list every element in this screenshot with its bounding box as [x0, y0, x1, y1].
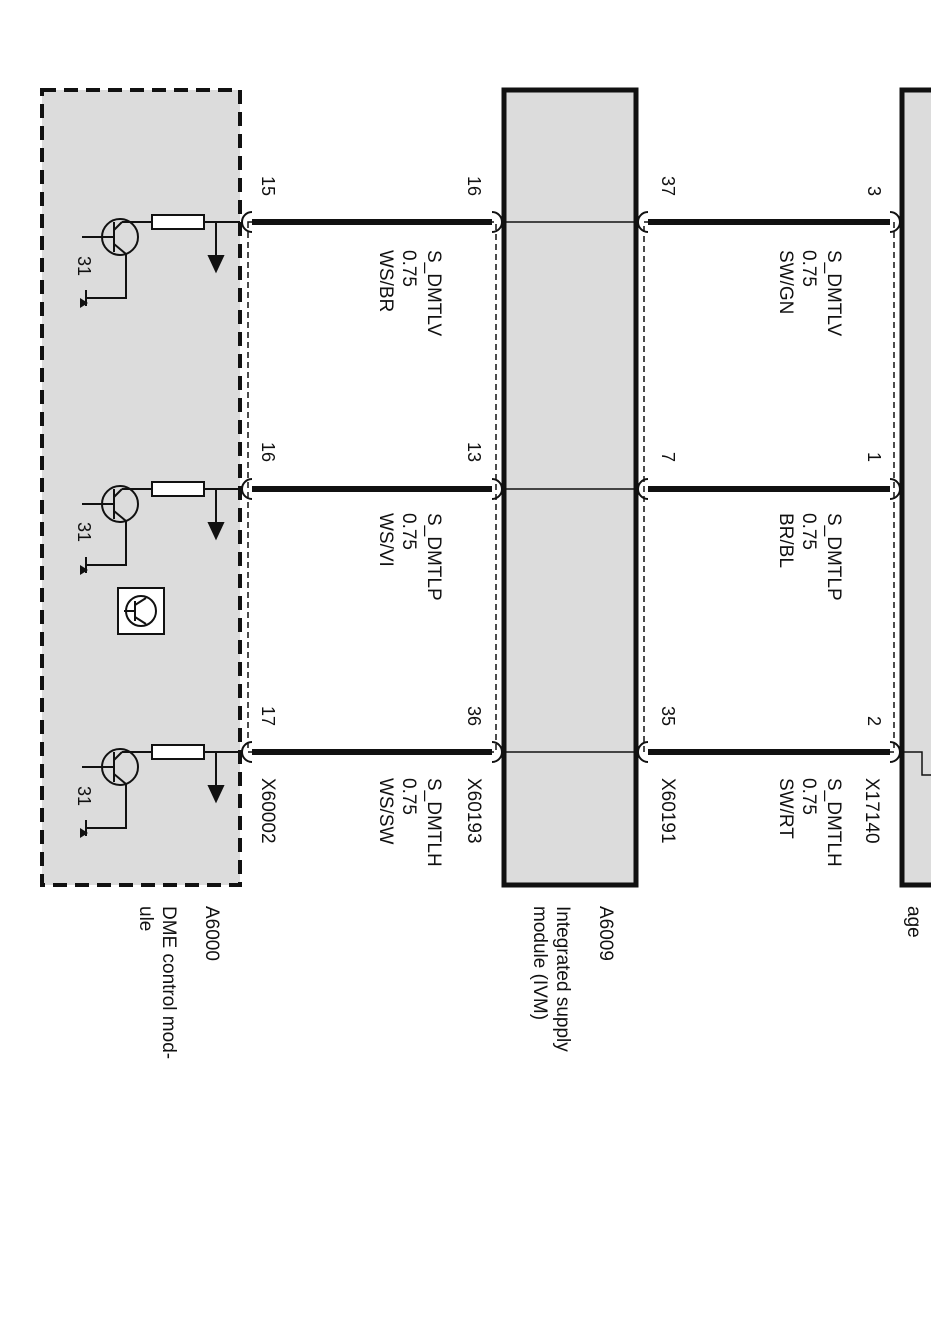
ivm-module-name-cont: module (IVM)	[529, 906, 550, 1020]
wire-upper-2-gauge: 0.75	[798, 513, 819, 550]
wire-lower-1-color: WS/BR	[375, 250, 396, 312]
ivm-internal-lines	[504, 221, 636, 753]
dme-module-id: A6000	[201, 906, 222, 961]
connector-x17140: X17140	[861, 778, 882, 844]
wire-upper-3-gauge: 0.75	[798, 778, 819, 815]
pin-ivm-upper-37: 37	[658, 176, 678, 196]
transistor-symbol-icon	[117, 587, 165, 635]
ivm-module-id: A6009	[595, 906, 616, 961]
wire-upper-1-gauge: 0.75	[798, 250, 819, 287]
dme-driver-1	[82, 214, 240, 306]
wire-lower-2-gauge: 0.75	[398, 513, 419, 550]
connector-x60193: X60193	[463, 778, 484, 844]
dme-driver-2	[82, 481, 240, 573]
connector-pin-arcs	[241, 211, 901, 763]
pin-ivm-lower-16: 16	[464, 176, 484, 196]
connector-outline-lower	[247, 221, 497, 753]
pin-ivm-lower-36: 36	[464, 706, 484, 726]
labels-layer: S_DMTLV 0.75 WS/BR S_DMTLP 0.75 WS/VI S_…	[74, 176, 924, 1059]
pin-dme-17: 17	[258, 706, 278, 726]
wire-lower-3-gauge: 0.75	[398, 778, 419, 815]
upper-module-box	[899, 87, 931, 888]
ground-label-2: 31	[74, 522, 94, 542]
pin-ivm-upper-7: 7	[658, 452, 678, 462]
wire-upper-1-color: SW/GN	[775, 250, 796, 314]
pin-far-1: 1	[864, 452, 884, 462]
wire-upper-1-signal: S_DMTLV	[823, 250, 844, 337]
wire-lower-2-color: WS/VI	[375, 513, 396, 567]
wire-lower-3-signal: S_DMTLH	[423, 778, 444, 867]
pin-far-2: 2	[864, 716, 884, 726]
ground-label-1: 31	[74, 256, 94, 276]
connector-x60191: X60191	[657, 778, 678, 844]
wire-lower-1-gauge: 0.75	[398, 250, 419, 287]
lower-wires	[252, 219, 492, 755]
wire-upper-2-color: BR/BL	[775, 513, 796, 568]
dme-control-module-box	[40, 88, 242, 887]
pin-far-3: 3	[864, 186, 884, 196]
pin-dme-15: 15	[258, 176, 278, 196]
dme-module-name: DME control mod-	[158, 906, 179, 1059]
ivm-module-name: Integrated supply	[552, 906, 573, 1052]
connector-x60002: X60002	[257, 778, 278, 844]
wire-lower-3-color: WS/SW	[375, 778, 396, 845]
upper-module-stub	[902, 751, 931, 776]
wire-upper-2-signal: S_DMTLP	[823, 513, 844, 601]
connector-outline-upper	[643, 221, 895, 753]
pin-ivm-upper-35: 35	[658, 706, 678, 726]
wire-lower-2-signal: S_DMTLP	[423, 513, 444, 601]
pin-ivm-lower-13: 13	[464, 442, 484, 462]
pin-dme-16: 16	[258, 442, 278, 462]
wire-upper-3-signal: S_DMTLH	[823, 778, 844, 867]
dme-module-name-cont: ule	[135, 906, 156, 931]
upper-module-name-fragment: age	[903, 906, 924, 938]
dme-driver-3	[82, 744, 240, 836]
upper-wires	[648, 219, 890, 755]
ground-label-3: 31	[74, 786, 94, 806]
ground-markers	[80, 298, 88, 838]
wire-upper-3-color: SW/RT	[775, 778, 796, 839]
wire-lower-1-signal: S_DMTLV	[423, 250, 444, 337]
ivm-module-box	[501, 87, 639, 888]
